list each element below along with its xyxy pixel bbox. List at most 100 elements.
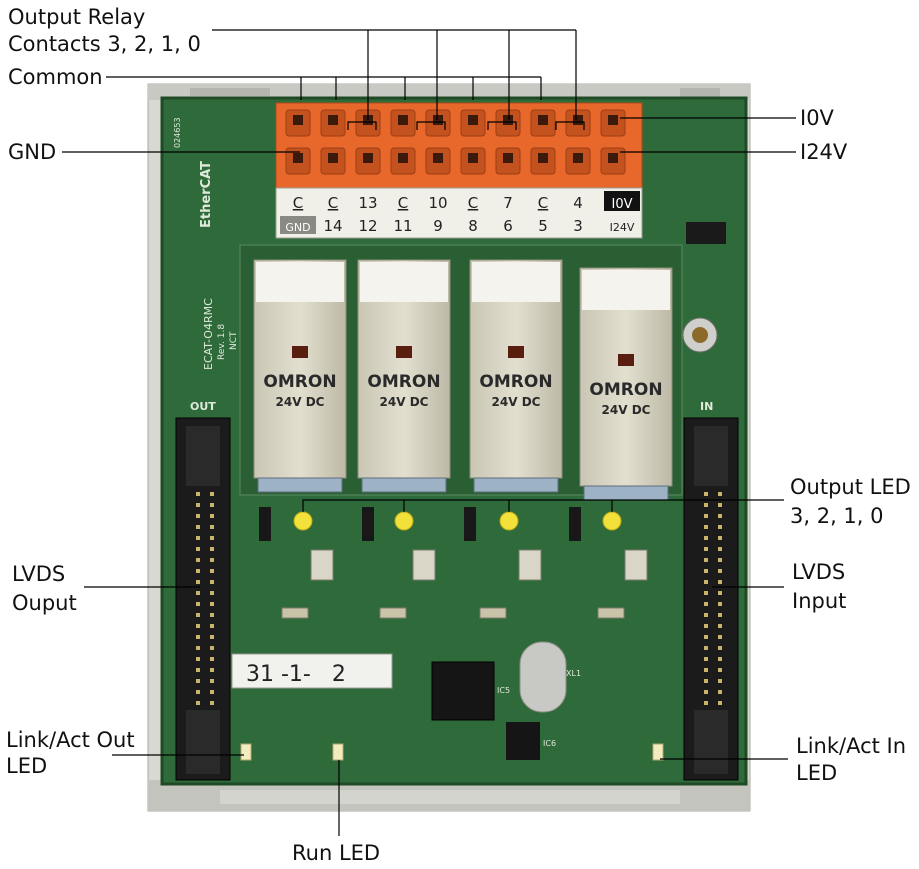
connector-pin	[196, 569, 200, 573]
in-connector-label: IN	[700, 400, 713, 413]
connector-pin	[196, 646, 200, 650]
label-lvds-output: LVDS	[12, 562, 66, 586]
output-led-d9	[499, 511, 519, 531]
connector-pin	[210, 492, 214, 496]
label-common: Common	[8, 65, 103, 89]
connector-pin	[196, 492, 200, 496]
connector-pin	[210, 591, 214, 595]
connector-pin	[704, 514, 708, 518]
connector-pin	[210, 547, 214, 551]
relay-pins	[361, 477, 447, 493]
output-led-d8	[394, 511, 414, 531]
connector-pin	[718, 569, 722, 573]
connector-pin	[196, 536, 200, 540]
label-link-act-out-led: LED	[6, 754, 48, 778]
terminal-hole-opening	[503, 115, 513, 125]
terminal-label-bottom: 6	[503, 217, 513, 235]
label-lvds-input-2: Input	[792, 589, 847, 613]
relay-pins	[257, 477, 343, 493]
terminal-hole-opening	[468, 153, 478, 163]
connector-pin	[704, 668, 708, 672]
board-revision: Rev. 1.8	[217, 324, 227, 360]
terminal-label-top: I0V	[612, 197, 633, 212]
terminal-label-bottom: 12	[358, 217, 377, 235]
label-output-relay: Output Relay	[8, 5, 146, 29]
relay-brand: OMRON	[589, 380, 662, 400]
label-gnd: GND	[8, 140, 57, 164]
connector-pin	[196, 558, 200, 562]
capacitor-c1	[682, 317, 718, 353]
relay-rating: 24V DC	[380, 395, 429, 409]
connector-pin	[718, 602, 722, 606]
connector-pin	[718, 503, 722, 507]
connector-pin	[704, 525, 708, 529]
output-led-d10	[602, 511, 622, 531]
connector-pin	[210, 536, 214, 540]
terminal-hole-opening	[328, 115, 338, 125]
terminal-hole-opening	[538, 153, 548, 163]
label-link-act-in-led: LED	[796, 761, 838, 785]
out-connector-label: OUT	[190, 400, 216, 413]
terminal-hole-opening	[608, 115, 618, 125]
connector-pin	[718, 668, 722, 672]
connector-pin	[718, 580, 722, 584]
terminal-hole-opening	[328, 153, 338, 163]
leader-lines	[62, 29, 796, 836]
connector-pin	[210, 657, 214, 661]
crystal: XL1	[519, 641, 581, 713]
terminal-label-bottom: 11	[393, 217, 412, 235]
relay-window	[292, 346, 308, 358]
terminal-label-top: C	[398, 194, 408, 212]
connector-pin	[210, 580, 214, 584]
connector-pin	[704, 547, 708, 551]
terminal-label-top: 4	[573, 194, 583, 212]
terminal-hole-opening	[503, 153, 513, 163]
optocoupler	[412, 549, 436, 581]
label-link-act-in: Link/Act In	[796, 734, 907, 758]
relay-pins	[473, 477, 559, 493]
connector-pin	[718, 679, 722, 683]
terminal-hole-opening	[293, 115, 303, 125]
connector-pin	[718, 492, 722, 496]
relay-label-area	[472, 262, 560, 302]
sticker-text: 31 -1- 2	[246, 662, 346, 687]
terminal-label-top: 10	[428, 194, 447, 212]
terminal-label-top: C	[468, 194, 478, 212]
terminal-hole-opening	[608, 153, 618, 163]
terminal-hole-opening	[433, 115, 443, 125]
relay-label-area	[582, 270, 670, 310]
connector-pin	[196, 635, 200, 639]
diode	[259, 507, 271, 541]
optocoupler	[310, 549, 334, 581]
terminal-hole-opening	[398, 153, 408, 163]
label-lvds-input: LVDS	[792, 560, 846, 584]
connector-pin	[718, 536, 722, 540]
xl1-label: XL1	[566, 669, 581, 678]
connector-pin	[210, 701, 214, 705]
relay-brand: OMRON	[263, 372, 336, 392]
connector-pin	[718, 657, 722, 661]
connector-pin	[718, 690, 722, 694]
connector-pin	[210, 558, 214, 562]
connector-pin	[210, 646, 214, 650]
diode	[569, 507, 581, 541]
connector-pin	[704, 679, 708, 683]
diode	[362, 507, 374, 541]
board-model: ECAT-O4RMC	[202, 298, 215, 370]
terminal-hole-opening	[433, 153, 443, 163]
in-pins	[704, 492, 722, 705]
terminal-label-bg	[604, 191, 640, 211]
board-maker: NCT	[229, 331, 239, 350]
connector-pin	[196, 613, 200, 617]
capacitor	[479, 607, 507, 619]
terminal-label-bottom: 14	[323, 217, 342, 235]
connector-pin	[210, 525, 214, 529]
small-components	[259, 507, 648, 619]
connector-pin	[704, 569, 708, 573]
terminal-hole-opening	[538, 115, 548, 125]
terminal-label-bottom: 8	[468, 217, 478, 235]
connector-pin	[718, 646, 722, 650]
terminal-hole-opening	[468, 115, 478, 125]
